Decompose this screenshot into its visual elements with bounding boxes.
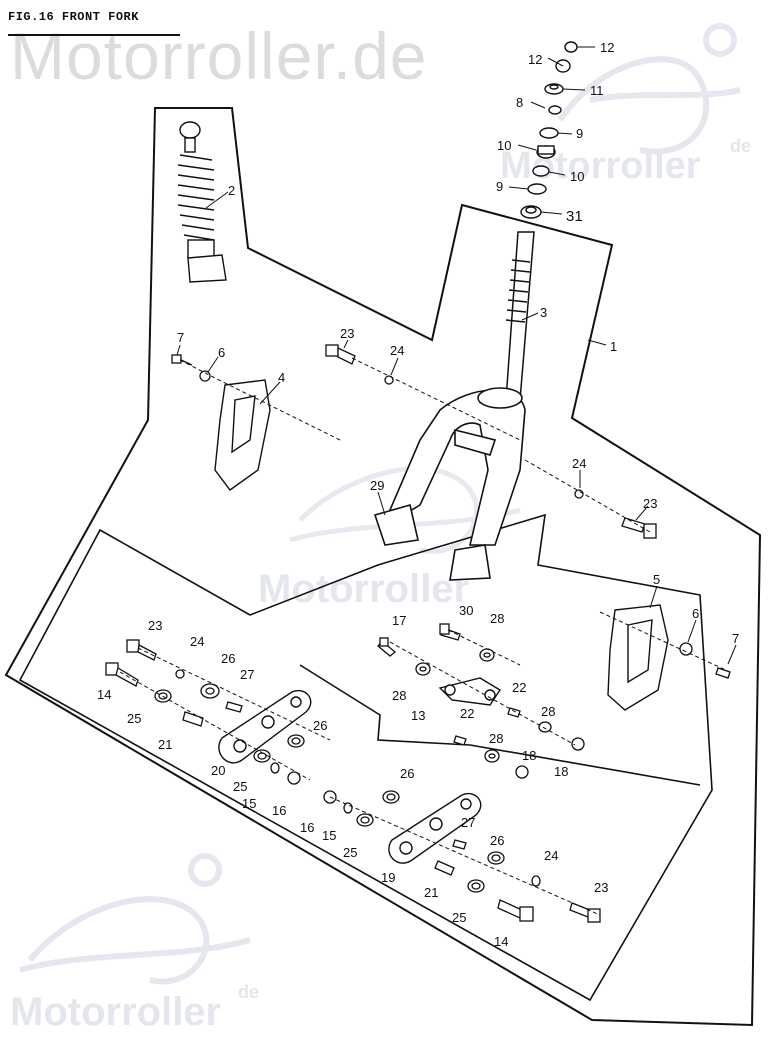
callout-13: 13: [411, 708, 425, 723]
watermark-small-top: Motorroller: [500, 145, 701, 187]
callout-23b: 23: [643, 496, 657, 511]
callout-24c: 24: [190, 634, 204, 649]
callout-28b: 28: [392, 688, 406, 703]
callout-11: 11: [590, 83, 604, 98]
watermark-logo-bottom-left: [19, 853, 251, 985]
callout-10a: 10: [497, 138, 511, 153]
callout-31: 31: [566, 208, 583, 225]
callout-16b: 16: [300, 820, 314, 835]
callout-26c: 26: [400, 766, 414, 781]
callout-26d: 26: [490, 833, 504, 848]
callout-15b: 15: [322, 828, 336, 843]
callout-27b: 27: [461, 815, 475, 830]
callout-labels: 12 12 11 8 9 10 10 9 31 2 3 1 7 6 4 23 2…: [97, 40, 739, 949]
callout-26a: 26: [221, 651, 235, 666]
callout-25c: 25: [343, 845, 357, 860]
callout-12a: 12: [600, 40, 614, 55]
callout-23c: 23: [148, 618, 162, 633]
callout-4: 4: [278, 370, 285, 385]
fork-cover-left-part-4: [214, 379, 271, 491]
callout-24b: 24: [572, 456, 586, 471]
link-assembly-frame-inner: [299, 664, 701, 786]
assembly-boundary-outline: [4, 107, 762, 1027]
callout-21a: 21: [158, 737, 172, 752]
callout-9b: 9: [496, 179, 503, 194]
callout-26b: 26: [313, 718, 327, 733]
figure-title: FIG.16 FRONT FORK: [8, 10, 139, 24]
callout-24d: 24: [544, 848, 558, 863]
headset-stack: [520, 41, 578, 219]
callout-22b: 22: [460, 706, 474, 721]
callout-10b: 10: [570, 169, 584, 184]
fork-cover-right-part-5: [607, 604, 669, 711]
alignment-lines: [119, 357, 731, 916]
link-assembly-frame-left: [18, 513, 713, 1002]
callout-25b: 25: [233, 779, 247, 794]
callout-6a: 6: [218, 345, 225, 360]
callout-25d: 25: [452, 910, 466, 925]
callout-14b: 14: [494, 934, 508, 949]
callout-21b: 21: [424, 885, 438, 900]
hardware: [105, 344, 731, 923]
watermark-suffix-bottom: de: [238, 982, 259, 1002]
callout-28c: 28: [541, 704, 555, 719]
callout-15a: 15: [242, 796, 256, 811]
shock-absorber-part-2: [177, 121, 227, 283]
link-plate-part-19: [388, 792, 482, 864]
callout-27a: 27: [240, 667, 254, 682]
watermark-suffix-top: de: [730, 136, 751, 156]
callout-28a: 28: [490, 611, 504, 626]
watermark-small-bottom: Motorroller: [10, 990, 221, 1034]
callout-30: 30: [459, 603, 473, 618]
callout-20: 20: [211, 763, 225, 778]
link-plate-part-20: [218, 689, 312, 764]
callout-16a: 16: [272, 803, 286, 818]
callout-2: 2: [228, 183, 235, 198]
callout-7b: 7: [732, 631, 739, 646]
callout-18a: 18: [522, 748, 536, 763]
leader-lines: [176, 46, 737, 665]
callout-5: 5: [653, 572, 660, 587]
callout-7a: 7: [177, 330, 184, 345]
callout-25a: 25: [127, 711, 141, 726]
callout-23a: 23: [340, 326, 354, 341]
callout-22a: 22: [512, 680, 526, 695]
fork-body: [373, 387, 526, 581]
callout-18b: 18: [554, 764, 568, 779]
callout-9a: 9: [576, 126, 583, 141]
callout-12b: 12: [528, 52, 542, 67]
callout-1: 1: [610, 339, 617, 354]
watermark-small-center: Motorroller: [258, 567, 469, 611]
callout-6b: 6: [692, 606, 699, 621]
callout-24a: 24: [390, 343, 404, 358]
callout-17: 17: [392, 613, 406, 628]
callout-23d: 23: [594, 880, 608, 895]
title-underline: [8, 34, 180, 36]
link-part-13: [438, 677, 501, 706]
callout-19: 19: [381, 870, 395, 885]
watermark-main: Motorroller.de: [10, 19, 428, 93]
callout-8: 8: [516, 95, 523, 110]
callout-29: 29: [370, 478, 384, 493]
callout-3: 3: [540, 305, 547, 320]
watermark-logo-top-right: [557, 23, 741, 155]
steering-stem-part-3: [505, 231, 535, 401]
callout-28d: 28: [489, 731, 503, 746]
callout-14a: 14: [97, 687, 111, 702]
